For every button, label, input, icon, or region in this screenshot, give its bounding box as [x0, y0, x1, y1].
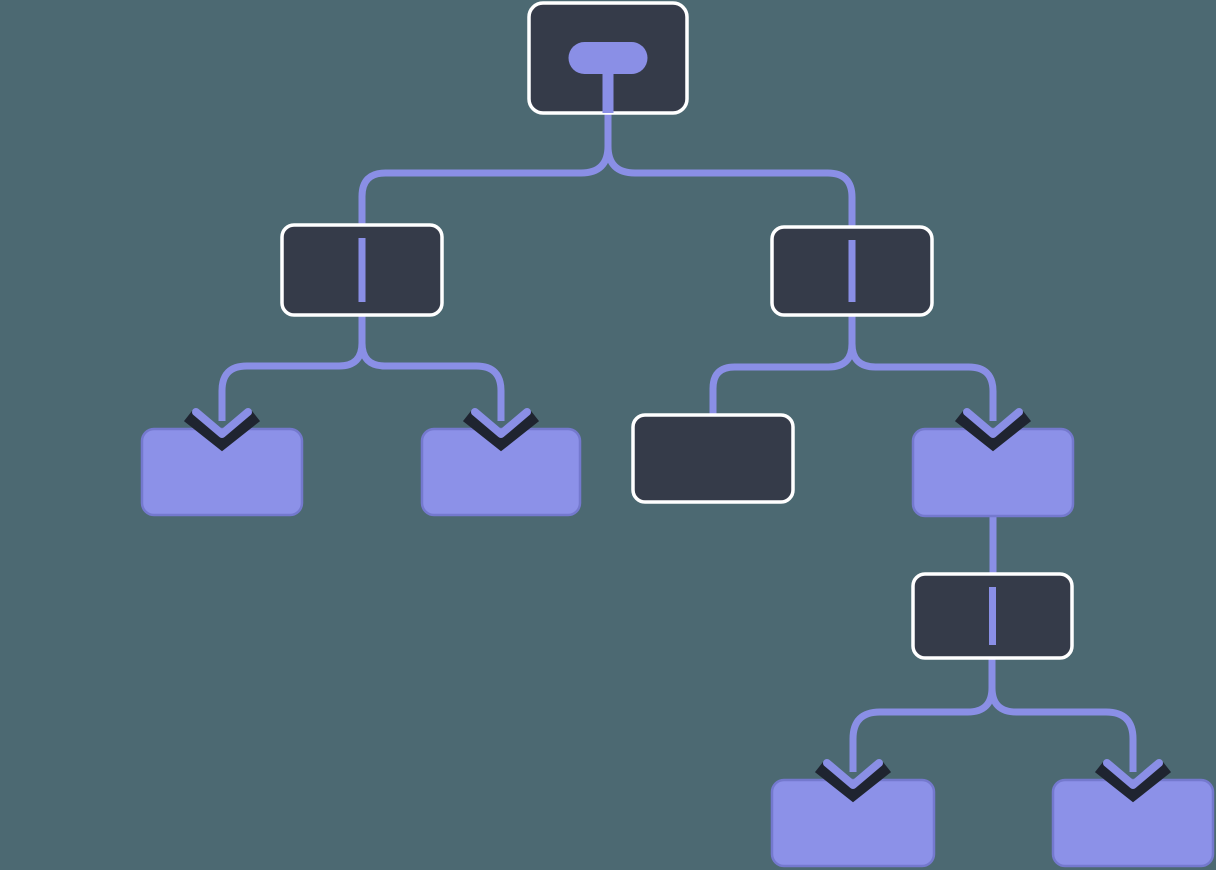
- root-pill-stem: [602, 58, 614, 113]
- arrowhead-chevron-dark-icon: [183, 410, 261, 452]
- arrowhead-chevron-dark-icon: [1094, 761, 1172, 803]
- arrowhead-chevron-icon: [823, 759, 883, 789]
- arrowhead-chevron-dark-icon: [954, 410, 1032, 452]
- arrowhead-chevron-dark-icon: [814, 761, 892, 803]
- process-node-dark[interactable]: [631, 413, 795, 504]
- edge-root-to-branch-right: [604, 113, 856, 227]
- root-pill-icon: [568, 42, 648, 74]
- arrowhead-chevron-icon: [471, 408, 531, 438]
- arrowhead-chevron-icon: [963, 408, 1023, 438]
- edge-branch-left-to-leaf-2: [358, 315, 505, 421]
- edge-branch-mid-to-leaf-5: [988, 658, 1137, 772]
- edge-branch-right-to-leaf-3: [848, 315, 997, 421]
- arrowhead-chevron-icon: [192, 408, 252, 438]
- arrowhead-chevron-dark-icon: [462, 410, 540, 452]
- arrowhead-chevron-icon: [1103, 759, 1163, 789]
